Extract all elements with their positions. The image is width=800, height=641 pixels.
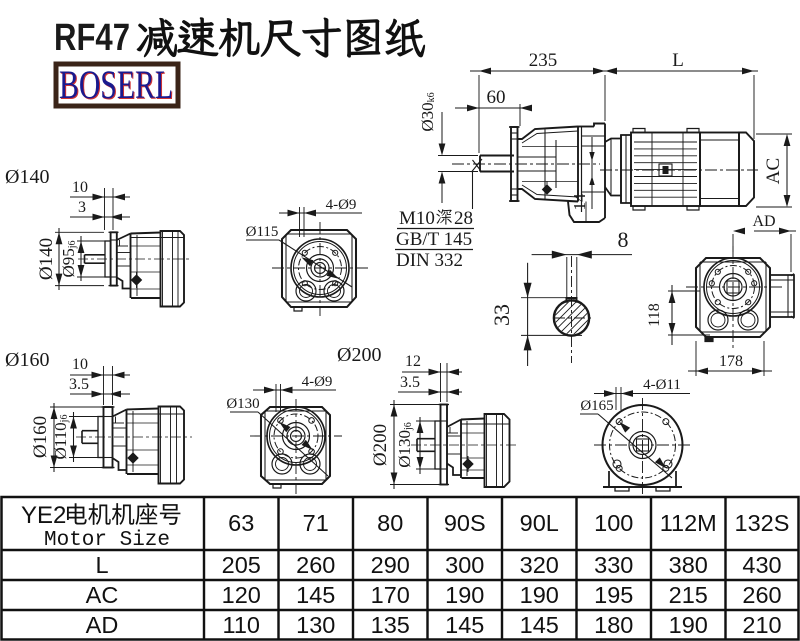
svg-text:RF47: RF47 [54,17,130,59]
svg-text:190: 190 [520,582,559,608]
svg-text:GB/T 145: GB/T 145 [396,229,472,250]
svg-text:BOSERL: BOSERL [59,62,173,107]
svg-text:135: 135 [371,612,410,638]
svg-text:DIN 332: DIN 332 [396,250,463,271]
svg-text:145: 145 [445,612,484,638]
svg-text:M10: M10 [399,208,435,229]
svg-text:63: 63 [228,510,254,536]
svg-text:Ø95j6: Ø95j6 [59,240,78,277]
svg-text:L: L [95,552,108,578]
svg-text:Ø140: Ø140 [5,166,49,188]
svg-text:Ø160: Ø160 [30,416,51,458]
svg-text:3.5: 3.5 [69,376,89,393]
svg-text:3: 3 [78,199,86,216]
svg-text:145: 145 [520,612,559,638]
svg-text:AC: AC [86,582,119,608]
svg-text:12: 12 [405,353,421,370]
svg-text:118: 118 [646,303,663,326]
svg-text:180: 180 [594,612,633,638]
svg-text:120: 120 [222,582,261,608]
svg-text:178: 178 [719,353,743,370]
svg-text:4-Ø9: 4-Ø9 [326,197,357,213]
svg-text:260: 260 [742,582,781,608]
svg-text:145: 145 [296,582,335,608]
svg-text:AD: AD [752,213,775,230]
svg-text:235: 235 [529,50,558,71]
svg-text:33: 33 [489,304,514,326]
svg-text:170: 170 [371,582,410,608]
svg-text:100: 100 [594,510,633,536]
svg-text:430: 430 [742,552,781,578]
svg-text:260: 260 [296,552,335,578]
svg-text:80: 80 [377,510,403,536]
svg-text:YE2: YE2 [21,502,66,529]
svg-text:60: 60 [487,87,506,108]
svg-text:28: 28 [454,208,473,229]
svg-text:4-Ø11: 4-Ø11 [643,377,681,393]
svg-text:130: 130 [296,612,335,638]
svg-text:300: 300 [445,552,484,578]
svg-text:112M: 112M [660,510,717,536]
svg-text:Ø130: Ø130 [226,396,259,412]
svg-text:10: 10 [72,356,88,373]
svg-text:Motor Size: Motor Size [44,529,170,552]
svg-text:110: 110 [223,612,260,638]
svg-text:14: 14 [570,193,589,211]
svg-text:Ø160: Ø160 [5,349,49,371]
svg-text:Ø165: Ø165 [580,398,613,414]
svg-text:195: 195 [594,582,633,608]
svg-text:320: 320 [520,552,559,578]
svg-text:215: 215 [669,582,708,608]
svg-text:L: L [672,50,684,71]
svg-text:132S: 132S [735,510,790,536]
svg-text:380: 380 [669,552,708,578]
svg-text:190: 190 [669,612,708,638]
svg-text:Ø115: Ø115 [246,224,279,240]
svg-text:BOSERL: BOSERL [60,63,174,108]
svg-text:210: 210 [742,612,781,638]
svg-text:8: 8 [618,227,629,252]
svg-text:4-Ø9: 4-Ø9 [302,374,333,390]
svg-text:Ø140: Ø140 [36,238,57,280]
svg-text:3.5: 3.5 [400,374,420,391]
svg-text:AD: AD [86,612,119,638]
svg-text:190: 190 [445,582,484,608]
svg-text:90S: 90S [444,510,486,536]
svg-text:205: 205 [222,552,261,578]
svg-text:Ø110j6: Ø110j6 [51,415,70,460]
svg-text:290: 290 [371,552,410,578]
svg-text:Ø200: Ø200 [337,344,381,366]
svg-text:71: 71 [303,510,329,536]
svg-text:Ø200: Ø200 [370,424,391,466]
svg-text:90L: 90L [520,510,559,536]
svg-text:10: 10 [72,179,88,196]
svg-text:Ø130j6: Ø130j6 [395,422,414,468]
svg-text:AC: AC [763,158,784,184]
svg-text:330: 330 [594,552,633,578]
